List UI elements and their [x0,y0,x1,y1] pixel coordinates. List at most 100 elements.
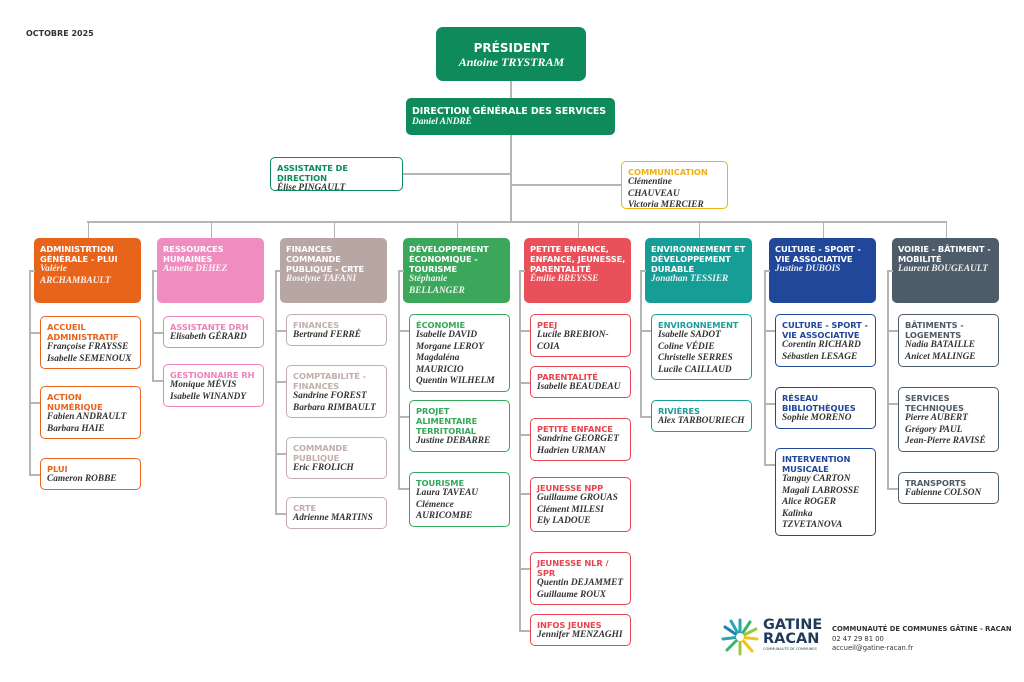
dgs-name: Daniel ANDRÉ [412,117,472,127]
department-head: Stéphanie BELLANGER [409,274,465,296]
connector [275,330,286,332]
service-member: Guillaume ROUX [537,589,606,600]
service-title: ÉCONOMIE [416,320,466,330]
service-title: ACTION NUMÉRIQUE [47,392,103,412]
department-head: Valérie ARCHAMBAULT [40,264,111,286]
service-member: Lucile BREBION-COIA [537,330,609,352]
service-member: Sophie MORENO [782,413,852,423]
service-member: Isabelle BEAUDEAU [537,382,621,392]
service-member: Fabien ANDRAULT [47,412,127,422]
service-member: Isabelle WINANDY [170,391,247,402]
connector [640,416,651,418]
department-title: CULTURE - SPORT - VIE ASSOCIATIVE [775,244,861,264]
service-member: Eric FROLICH [293,463,354,473]
connector [519,568,530,570]
connector [275,270,281,272]
connector [640,270,646,272]
connector [519,270,525,272]
connector [577,222,579,238]
assistante-title: ASSISTANTE DE DIRECTION [277,163,348,183]
service-title: TRANSPORTS [905,478,967,488]
department-title: VOIRIE - BÂTIMENT - MOBILITÉ [898,244,991,264]
service-member: Jennifer MENZAGHI [537,630,623,640]
connector [29,270,35,272]
service-title: RIVIÈRES [658,406,700,416]
service-member: Isabelle SADOT [658,330,721,340]
dgs-title: DIRECTION GÉNÉRALE DES SERVICES [412,106,607,117]
connector [152,332,163,334]
service-member: Lucile CAILLAUD [658,364,732,375]
service-member: Corentin RICHARD [782,340,861,350]
service-member: Barbara HAIE [47,423,105,434]
communication-name: Victoria MERCIER [628,200,704,210]
service-title: PETITE ENFANCE [537,424,613,434]
service-title: COMPTABILITÉ - FINANCES [293,371,366,391]
service-member: Françoise FRAYSSE [47,342,129,352]
service-member: Ely LADOUE [537,516,591,526]
service-member: Sandrine GEORGET [537,434,619,444]
service-member: Tanguy CARTON [782,474,851,484]
connector [887,403,898,405]
connector [510,80,512,222]
service-member: Clémence AURICOMBE [416,499,473,522]
service-title: ENVIRONNEMENT [658,320,739,330]
service-title: TOURISME [416,478,465,488]
connector [29,270,31,474]
connector [887,270,889,488]
service-member: Morgane LEROY [416,341,484,352]
department-title: PETITE ENFANCE, ENFANCE, JEUNESSE, PAREN… [530,244,626,274]
connector [152,270,158,272]
connector [87,221,947,223]
connector [640,270,642,416]
connector [945,222,947,238]
connector [511,184,621,186]
service-member: Alice ROGER [782,497,836,507]
service-title: CULTURE - SPORT - VIE ASSOCIATIVE [782,320,868,340]
service-member: Jean-Pierre RAVISÉ [905,436,986,446]
president-title: PRÉSIDENT [473,41,550,55]
service-member: Grégory PAUL [905,424,963,435]
connector [275,381,286,383]
connector [640,330,651,332]
service-member: Elisabeth GÉRARD [170,332,247,342]
service-title: PARENTALITÉ [537,372,598,382]
connector [398,330,409,332]
communication-box: COMMUNICATION Clémentine CHAUVEAU Victor… [621,161,728,210]
service-member: Fabienne COLSON [905,488,982,498]
connector [698,222,700,238]
service-title: FINANCES [293,320,339,330]
footer-phone: 02 47 29 81 00 [832,635,884,643]
service-member: Magali LABROSSE [782,485,860,496]
communication-title: COMMUNICATION [628,167,708,177]
service-title: INFOS JEUNES [537,620,602,630]
assistante-name: Élise PINGAULT [277,183,346,193]
logo-line2: RACAN [763,631,820,647]
service-member: Isabelle DAVID [416,330,478,340]
department-head: Roselyne TAFANI [286,274,357,284]
connector [519,630,530,632]
footer-email[interactable]: accueil@gatine-racan.fr [832,644,914,652]
service-member: Hadrien URMAN [537,445,606,456]
service-member: Christelle SERRES [658,353,733,363]
connector [822,222,824,238]
connector [402,173,510,175]
service-member: Coline VÉDIE [658,341,715,352]
department-title: ADMINISTRTION GÉNÉRALE - PLUI [40,244,118,264]
department-title: RESSOURCES HUMAINES [163,244,224,264]
service-title: ASSISTANTE DRH [170,322,249,332]
